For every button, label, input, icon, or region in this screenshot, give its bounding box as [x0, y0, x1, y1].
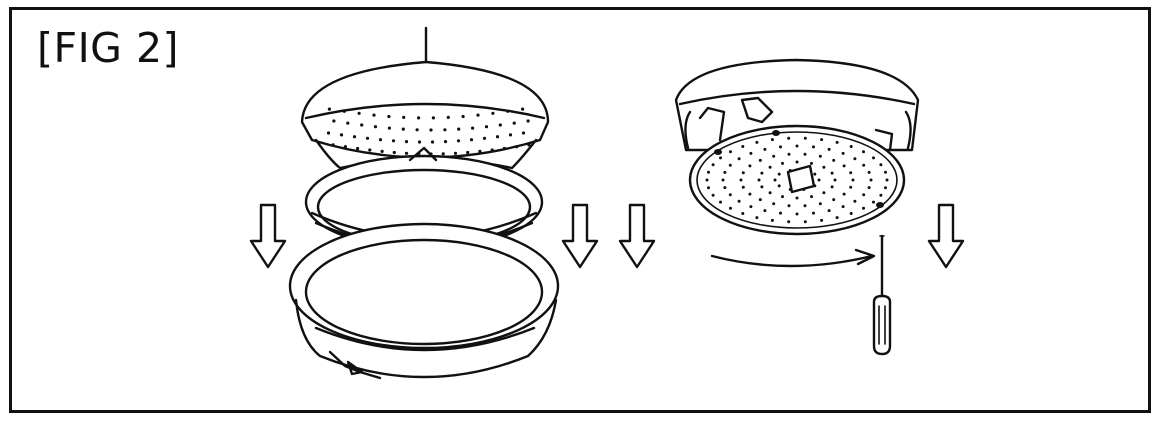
top-base-unit — [300, 60, 550, 170]
down-arrow-icon — [249, 203, 287, 269]
down-arrow-icon — [618, 203, 656, 269]
inverted-unit — [674, 58, 965, 356]
figure-label: [FIG 2] — [37, 24, 180, 72]
rotation-arrow-icon — [710, 248, 876, 268]
screwdriver-icon — [872, 234, 892, 356]
down-arrow-icon — [561, 203, 599, 269]
housing — [674, 58, 920, 152]
perforation-dots — [326, 107, 531, 156]
figure-frame — [9, 7, 1151, 413]
center-square — [786, 164, 816, 194]
exploded-assembly — [249, 26, 656, 380]
down-arrow-icon — [927, 203, 965, 269]
bottom-cover — [288, 222, 560, 380]
